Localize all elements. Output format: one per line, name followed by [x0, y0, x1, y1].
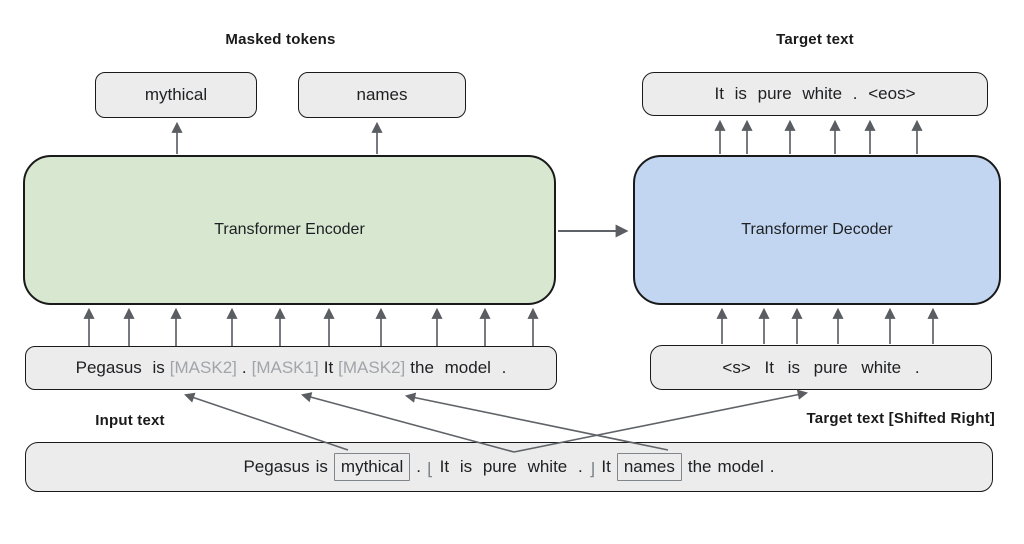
input-token: Pegasus is	[75, 358, 165, 377]
input-token: .	[241, 358, 247, 377]
input-token: the model .	[410, 358, 507, 377]
decoder-output-arrows	[714, 119, 923, 154]
decoder-input-box: <s> It is pure white .	[650, 345, 992, 390]
transformer-encoder-label: Transformer Encoder	[214, 221, 365, 238]
right-corner-bracket: ⌋	[588, 460, 596, 480]
encoder-input-arrows	[83, 307, 539, 346]
input-token: It	[323, 358, 334, 377]
sentence-word: .	[769, 457, 775, 476]
transformer-encoder-block: Transformer Encoder	[23, 155, 556, 305]
masked-token-box-mythical: mythical	[95, 72, 257, 118]
sentence-word: is	[315, 457, 328, 476]
sentence-word: .	[416, 457, 422, 476]
sentence-word: Pegasus	[243, 457, 310, 476]
input-token-mask2: [MASK2]	[338, 358, 406, 377]
encoder-input-box: Pegasus is [MASK2] . [MASK1] It [MASK2] …	[25, 346, 557, 390]
transformer-decoder-block: Transformer Decoder	[633, 155, 1001, 305]
sentence-word: the	[687, 457, 712, 476]
sentence-word: It	[601, 457, 611, 476]
masked-tokens-heading: Masked tokens	[225, 31, 336, 48]
target-text-heading: Target text	[776, 31, 854, 48]
encoder-output-arrows	[171, 121, 383, 154]
input-text-heading: Input text	[95, 412, 165, 429]
left-corner-bracket: ⌊	[427, 460, 434, 480]
sentence-word: model	[717, 457, 764, 476]
transformer-decoder-label: Transformer Decoder	[741, 221, 893, 238]
sentence-word-boxed-names: names	[616, 453, 682, 481]
sentence-gap-phrase: It is pure white .	[439, 457, 583, 476]
masked-token-box-names: names	[298, 72, 466, 118]
input-token-mask1: [MASK1]	[251, 358, 319, 377]
sentence-word-boxed-mythical: mythical	[333, 453, 411, 481]
target-output-box: It is pure white . <eos>	[642, 72, 988, 116]
decoder-input-arrows	[716, 307, 939, 344]
original-sentence-box: Pegasus is mythical . ⌊ It is pure white…	[25, 442, 993, 492]
input-token-mask2: [MASK2]	[169, 358, 237, 377]
target-text-shifted-heading: Target text [Shifted Right]	[806, 410, 995, 427]
